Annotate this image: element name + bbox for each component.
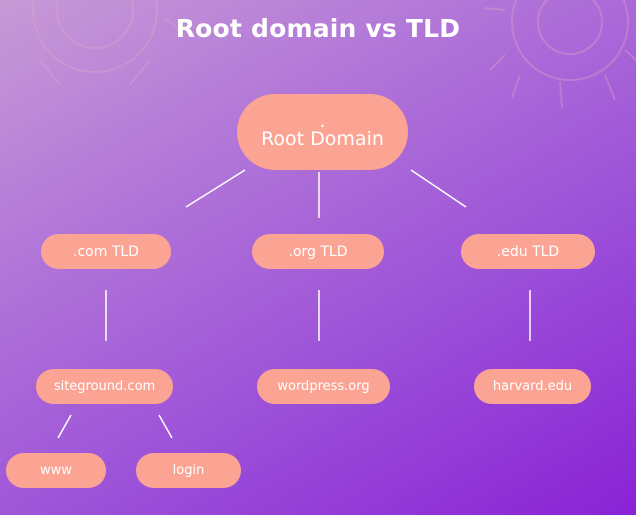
page-title: Root domain vs TLD (175, 14, 461, 43)
domain-node-siteground: siteground.com (36, 369, 173, 404)
subdomain-node-login: login (136, 453, 241, 488)
tld-node-com: .com TLD (41, 234, 171, 269)
line-siteground-www (57, 414, 72, 439)
root-domain-node: . Root Domain (237, 94, 408, 170)
tld-node-org: .org TLD (252, 234, 384, 269)
connector-lines (57, 169, 531, 439)
domain-node-wordpress: wordpress.org (257, 369, 390, 404)
line-root-edu (410, 169, 467, 208)
subdomain-node-www: www (6, 453, 106, 488)
root-symbol: . (319, 110, 326, 132)
domain-node-harvard: harvard.edu (474, 369, 591, 404)
line-siteground-login (158, 414, 173, 439)
root-label: Root Domain (261, 128, 384, 150)
tld-node-edu: .edu TLD (461, 234, 595, 269)
line-root-com (185, 169, 246, 208)
